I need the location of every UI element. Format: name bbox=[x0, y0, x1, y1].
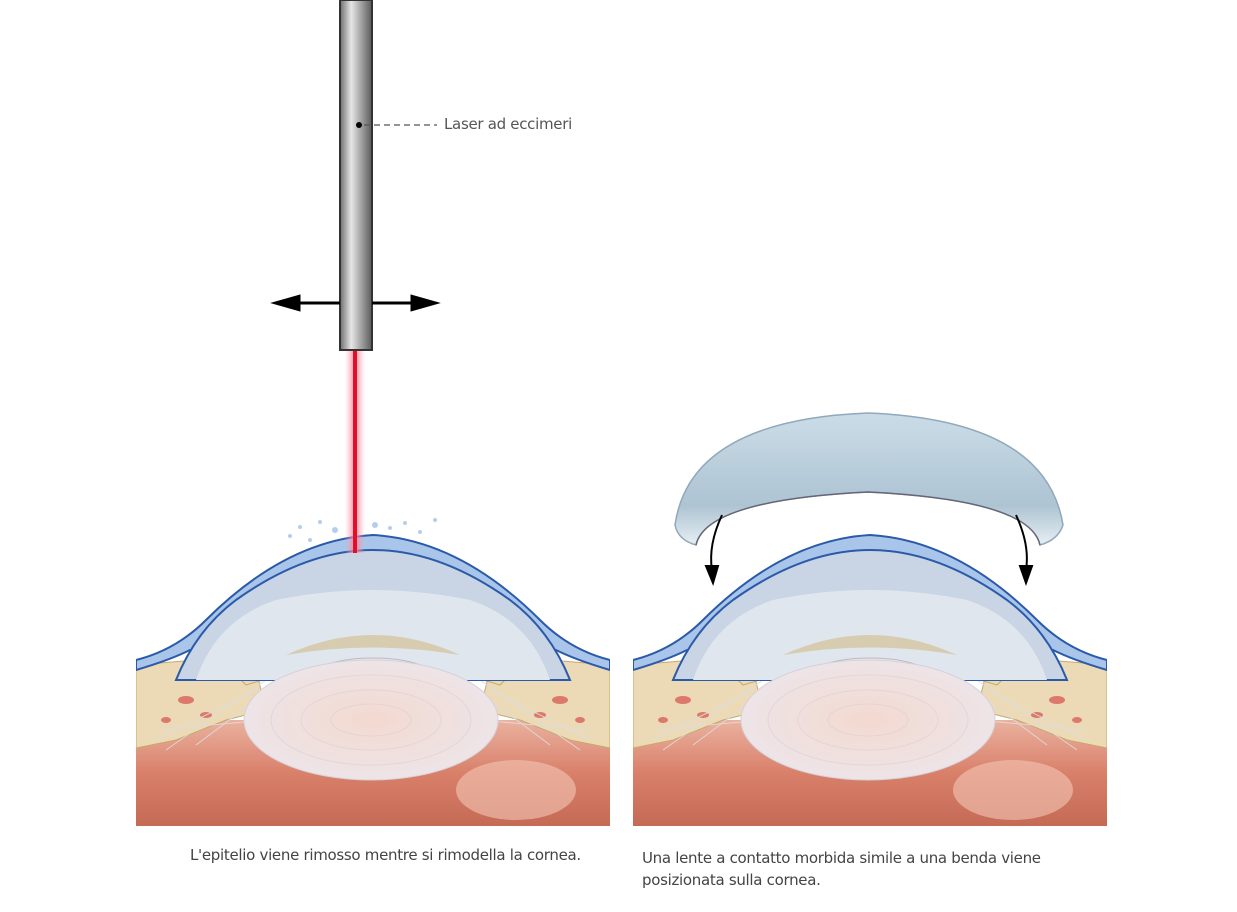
caption-right-line1: Una lente a contatto morbida simile a un… bbox=[642, 849, 1041, 867]
laser-beam bbox=[345, 350, 365, 553]
bandage-contact-lens bbox=[674, 412, 1064, 546]
caption-right: Una lente a contatto morbida simile a un… bbox=[642, 847, 1062, 891]
caption-right-line2: posizionata sulla cornea. bbox=[642, 871, 821, 889]
movement-arrows-icon bbox=[270, 294, 441, 312]
left-eye-panel bbox=[136, 518, 610, 826]
laser-label: Laser ad eccimeri bbox=[444, 115, 572, 133]
caption-left: L'epitelio viene rimosso mentre si rimod… bbox=[190, 846, 581, 864]
excimer-laser-tube bbox=[339, 0, 373, 351]
right-eye-panel bbox=[633, 534, 1107, 826]
laser-label-leader bbox=[356, 122, 437, 128]
placement-arrows-icon bbox=[704, 514, 1034, 587]
